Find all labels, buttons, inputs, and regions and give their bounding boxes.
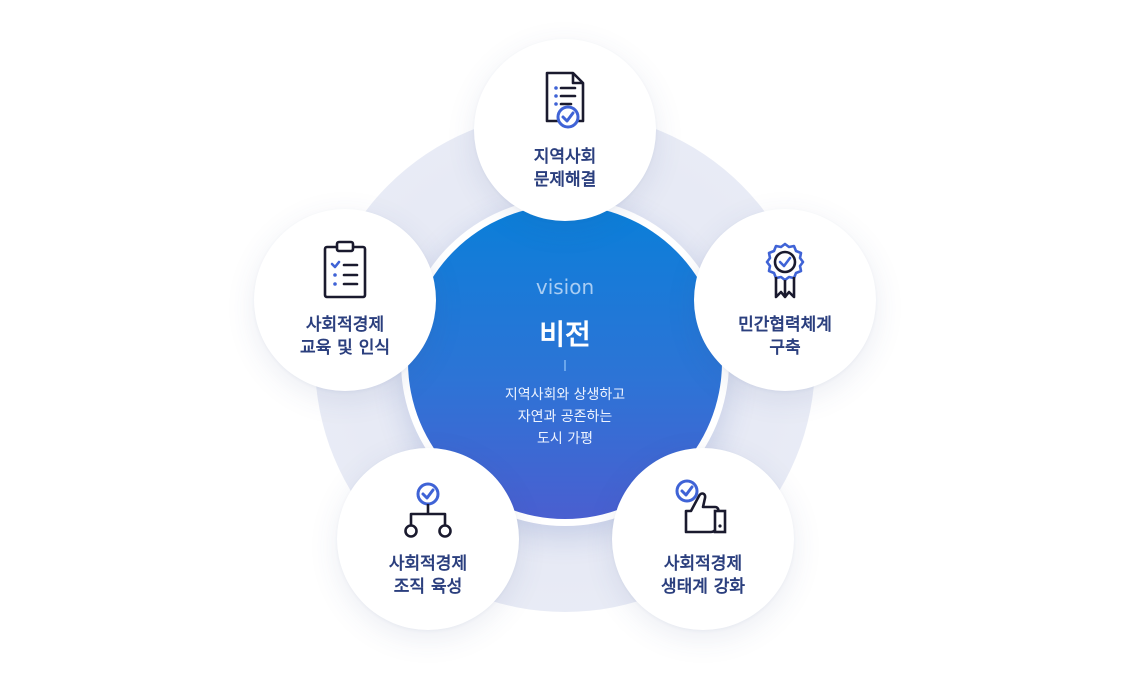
- org-network-icon: [400, 482, 456, 544]
- award-badge-icon: [757, 241, 813, 303]
- node-label: 민간협력체계 구축: [738, 315, 832, 358]
- goal-node-private-cooperation: 민간협력체계 구축: [694, 209, 876, 391]
- goal-node-education-awareness: 사회적경제 교육 및 인식: [254, 209, 436, 391]
- thumbs-up-check-icon: [675, 478, 731, 540]
- vision-desc-line: 자연과 공존하는: [517, 409, 613, 425]
- goal-node-ecosystem-strengthening: 사회적경제 생태계 강화: [612, 448, 794, 630]
- node-label: 사회적경제 교육 및 인식: [299, 315, 391, 358]
- goal-node-organization-growth: 사회적경제 조직 육성: [337, 448, 519, 630]
- node-label: 사회적경제 조직 육성: [388, 554, 468, 597]
- node-label: 지역사회 문제해결: [533, 147, 597, 190]
- vision-description: 지역사회와 상생하고 자연과 공존하는 도시 가평: [428, 384, 702, 450]
- vision-divider: [564, 360, 566, 371]
- vision-title: 비전: [539, 318, 591, 351]
- vision-label: vision: [535, 275, 595, 299]
- vision-desc-line: 도시 가평: [537, 431, 593, 447]
- node-label: 사회적경제 생태계 강화: [660, 554, 746, 597]
- clipboard-checklist-icon: [317, 238, 373, 300]
- document-check-icon: [537, 69, 593, 131]
- goal-node-community-problem-solving: 지역사회 문제해결: [474, 39, 656, 221]
- vision-desc-line: 지역사회와 상생하고: [504, 387, 626, 403]
